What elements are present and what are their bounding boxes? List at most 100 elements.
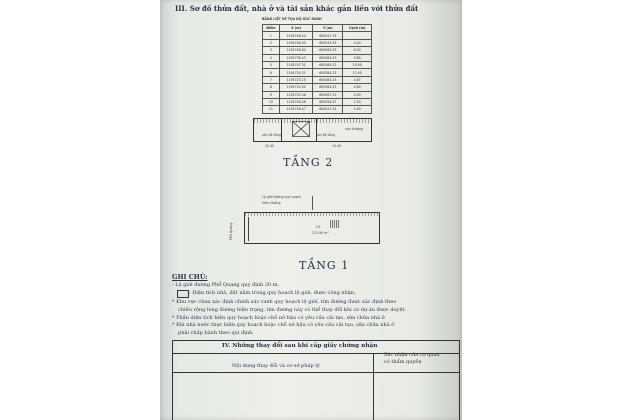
- table-cell: 1195746.95: [278, 38, 314, 48]
- plan2-dimension: 20.40: [265, 144, 275, 148]
- road-name: Phố Quang: [229, 222, 233, 240]
- table-cell: 6: [262, 68, 280, 77]
- table-cell: 1195746.46: [278, 97, 314, 107]
- section-4-heading: IV. Những thay đổi sau khi cấp giấy chứn…: [222, 343, 378, 349]
- table-cell: 600584.23: [312, 75, 344, 85]
- table-header-row: Điểm X (m) Y (m) Cạnh (m): [262, 23, 372, 33]
- floor-plan-2: [253, 118, 372, 142]
- table-cell: 1195730.31: [278, 68, 314, 77]
- table-header-cell: Y (m): [312, 23, 344, 33]
- table-cell: 4: [262, 53, 280, 62]
- table-cell: 1195736.43: [278, 53, 314, 62]
- plan1-area: 271.90 m²: [312, 231, 329, 235]
- note-line: - Lộ giới đường Phổ Quang quy định 20 m.: [172, 282, 280, 288]
- table-cell: 3: [262, 46, 280, 55]
- table-header-cell: Cạnh (m): [342, 23, 372, 33]
- boundary-marker: [312, 196, 313, 210]
- table-cell: 4.80: [342, 83, 372, 92]
- note-line: * Khi nhà nước thực hiện quy hoạch hoặc …: [172, 322, 395, 328]
- plan-divider: [281, 119, 282, 141]
- section-4-table: [172, 340, 460, 420]
- table-cell: 4.00: [342, 90, 372, 99]
- plan1-label: CS: [316, 225, 321, 229]
- plan2-room-label: sàn bê tông: [316, 133, 335, 137]
- plan1-label: Hẻm đường: [262, 201, 281, 205]
- table-cell: 5: [262, 60, 280, 70]
- table-cell: 600543.33: [312, 38, 344, 48]
- legend-swatch: [177, 290, 189, 298]
- table-cell: 9: [262, 90, 280, 99]
- table-cell: 3.60: [342, 53, 372, 62]
- table-cell: 600547.33: [312, 31, 344, 40]
- section-4-col1-header: Nội dung thay đổi và cơ sở pháp lý: [232, 363, 320, 369]
- table-header-cell: X (m): [278, 23, 314, 33]
- table-cell: 1: [262, 31, 280, 40]
- table-cell: 600584.23: [312, 68, 344, 77]
- table-cell: 600584.23: [312, 83, 344, 92]
- note-line: : Diện tích nhà, đất nằm trong quy hoạch…: [189, 290, 356, 296]
- table-cell: 600567.23: [312, 90, 344, 99]
- table-cell: 11: [262, 105, 280, 114]
- plan-hatch: [245, 213, 379, 216]
- stair-cross-icon: [292, 121, 310, 137]
- table-cell: 1195724.92: [278, 83, 314, 92]
- table-cell: 10.90: [342, 60, 372, 70]
- plan-divider: [316, 119, 317, 141]
- table-cell: 1195747.31: [278, 60, 314, 70]
- table-header-cell: Điểm: [262, 23, 280, 33]
- plan-divider: [248, 217, 249, 241]
- floor-plan-1: [244, 212, 380, 244]
- section-3-heading: III. Sơ đồ thửa đất, nhà ở và tài sản kh…: [175, 4, 419, 13]
- notes-heading: GHI CHÚ:: [172, 273, 208, 281]
- table-cell: 6.00: [342, 46, 372, 55]
- table-cell: 4.50: [342, 105, 372, 114]
- floor-2-title: TẦNG 2: [283, 156, 334, 169]
- table-rule: [173, 353, 459, 354]
- table-cell: 4.00: [342, 38, 372, 48]
- stair-hatch: [330, 220, 340, 228]
- table-cell: 2.50: [342, 97, 372, 107]
- note-line: chiều rộng lòng đường hiện trạng, tim đư…: [178, 307, 407, 313]
- section-4-col2-header: có thẩm quyền: [384, 359, 422, 365]
- table-cell: [342, 31, 372, 40]
- table-cell: 600584.23: [312, 53, 344, 62]
- table-cell: 7: [262, 75, 280, 85]
- section-4-col2-header: Xác nhận của cơ quan: [384, 352, 440, 358]
- table-cell: 2: [262, 38, 280, 48]
- table-rule: [373, 353, 374, 420]
- table-rule: [173, 372, 459, 373]
- plan2-room-label: sân thượng: [345, 127, 363, 131]
- plan1-label: Lộ giới đường quy hoạch: [262, 195, 302, 199]
- table-cell: 1195746.84: [278, 46, 314, 55]
- note-line: phải chấp hành theo qui định.: [178, 330, 254, 336]
- coordinate-table-title: BẢNG LIỆT KÊ TỌA ĐỘ GÓC RANH: [262, 17, 322, 21]
- table-cell: 4.87: [342, 75, 372, 85]
- floor-1-title: TẦNG 1: [299, 259, 350, 272]
- note-line: * Phần diện tích hiện quy hoạch hoặc chỗ…: [172, 315, 385, 321]
- table-cell: 600569.23: [312, 60, 344, 70]
- plan2-room-label: sàn bê tông: [262, 133, 281, 137]
- table-cell: 1195742.06: [278, 90, 314, 99]
- plan-hatch: [254, 119, 371, 123]
- plan2-dimension: 14.40: [332, 144, 342, 148]
- table-cell: 10: [262, 97, 280, 107]
- table-cell: 600547.25: [312, 105, 344, 114]
- table-cell: 600556.47: [312, 97, 344, 107]
- table-cell: 12.95: [342, 68, 372, 77]
- table-cell: 600569.23: [312, 46, 344, 55]
- table-cell: 8: [262, 83, 280, 92]
- table-cell: 1195723.15: [278, 75, 314, 85]
